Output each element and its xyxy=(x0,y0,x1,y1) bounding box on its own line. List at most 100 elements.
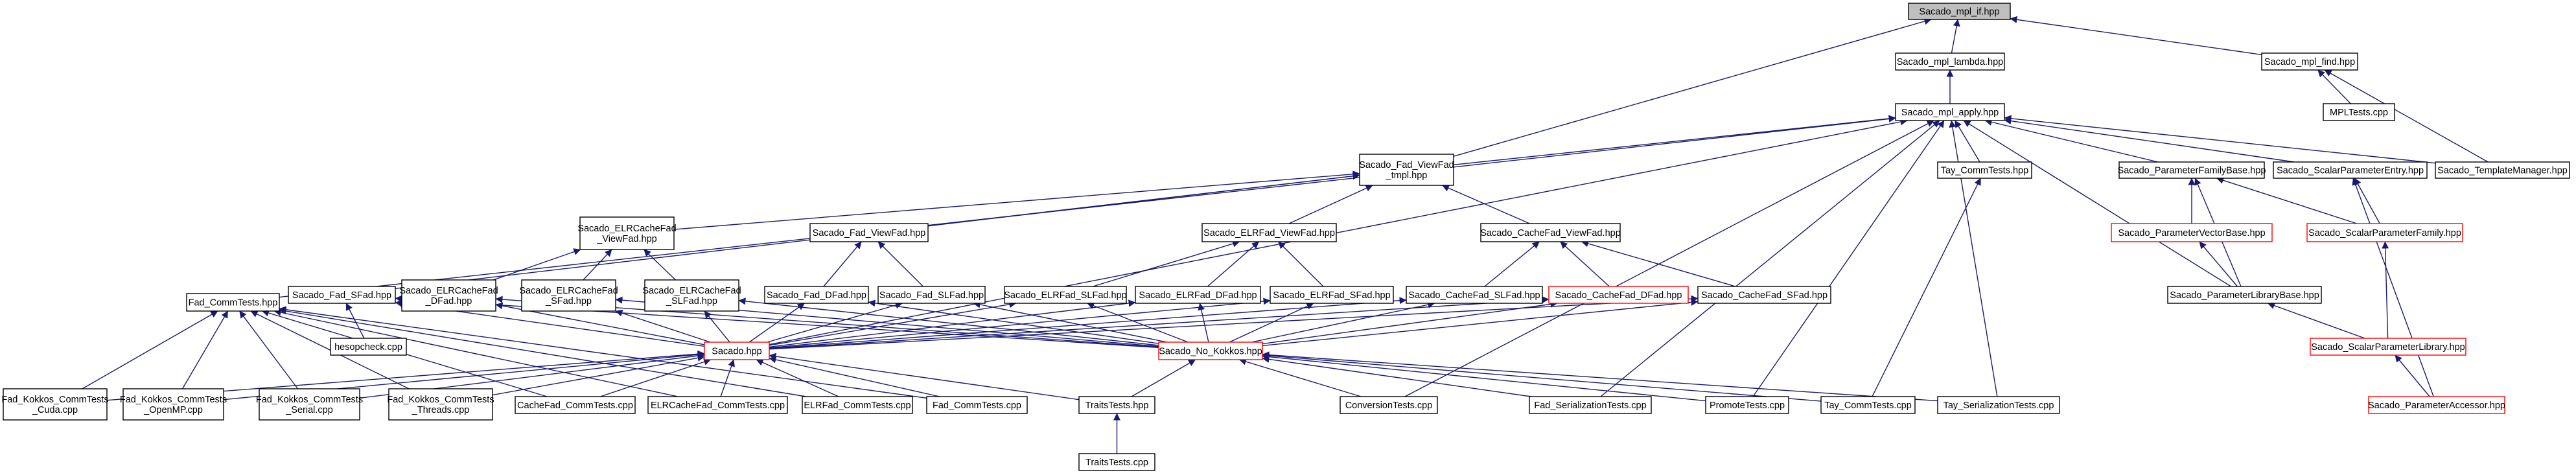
node-fad-viewfad-tmpl[interactable]: Sacado_Fad_ViewFad_tmpl.hpp xyxy=(1359,154,1454,186)
node-box xyxy=(2435,161,2570,179)
node-fad-kokkos-openmp[interactable]: Fad_Kokkos_CommTests_OpenMP.cpp xyxy=(120,388,227,421)
edge-sacado_no_kokkos-to-elrcachefad_slfad xyxy=(738,297,1159,346)
node-elrcachefad-sfad[interactable]: Sacado_ELRCacheFad_SFad.hpp xyxy=(519,279,618,312)
node-param-vector-base[interactable]: Sacado_ParameterVectorBase.hpp xyxy=(2111,223,2273,242)
node-mpltests[interactable]: MPLTests.cpp xyxy=(2323,103,2395,121)
node-box xyxy=(259,388,360,421)
node-box xyxy=(1908,3,2011,20)
node-hesopcheck[interactable]: hesopcheck.cpp xyxy=(330,338,407,356)
node-fad-kokkos-serial[interactable]: Fad_Kokkos_CommTests_Serial.cpp xyxy=(256,388,363,421)
node-promote-tests[interactable]: PromoteTests.cpp xyxy=(1705,396,1789,414)
node-label: Sacado_mpl_apply.hpp xyxy=(1901,108,1999,118)
node-box xyxy=(2111,223,2273,242)
node-template-manager[interactable]: Sacado_TemplateManager.hpp xyxy=(2435,161,2570,179)
node-box xyxy=(2273,161,2428,179)
node-box xyxy=(330,338,407,356)
node-fad-viewfad[interactable]: Sacado_Fad_ViewFad.hpp xyxy=(809,223,929,242)
node-label: Sacado_ScalarParameterEntry.hpp xyxy=(2277,166,2424,176)
node-box xyxy=(1937,396,2060,414)
node-traits-tests-cpp[interactable]: TraitsTests.cpp xyxy=(1078,453,1155,471)
node-box xyxy=(2118,161,2265,179)
node-mpl-if[interactable]: Sacado_mpl_if.hpp xyxy=(1908,3,2011,20)
node-box xyxy=(579,216,675,250)
node-elrfad-commtests[interactable]: ELRFad_CommTests.cpp xyxy=(802,396,913,414)
node-fad-commtests-hpp[interactable]: Fad_CommTests.hpp xyxy=(186,293,280,312)
node-param-accessor[interactable]: Sacado_ParameterAccessor.hpp xyxy=(2368,396,2505,414)
node-elrfad-sfad[interactable]: Sacado_ELRFad_SFad.hpp xyxy=(1270,286,1394,304)
node-box xyxy=(1697,286,1831,304)
node-cachefad-dfad[interactable]: Sacado_CacheFad_DFad.hpp xyxy=(1548,286,1689,304)
edge-elrfad_slfad-to-elrfad_viewfad xyxy=(1093,240,1240,287)
node-elrcachefad-commtests[interactable]: ELRCacheFad_CommTests.cpp xyxy=(647,396,788,414)
node-label: Tay_SerializationTests.cpp xyxy=(1944,400,2054,411)
node-fad-kokkos-threads[interactable]: Fad_Kokkos_CommTests_Threads.cpp xyxy=(387,388,494,421)
node-label: _DFad.hpp xyxy=(425,296,472,307)
node-sacado-hpp[interactable]: Sacado.hpp xyxy=(704,342,770,360)
node-label: Sacado_ELRCacheFad xyxy=(519,286,618,296)
node-scalar-param-library[interactable]: Sacado_ScalarParameterLibrary.hpp xyxy=(2310,338,2466,356)
node-cachefad-commtests[interactable]: CacheFad_CommTests.cpp xyxy=(515,396,636,414)
edge-cachefad_commtests-to-sacado_hpp xyxy=(600,358,712,397)
node-elrfad-slfad[interactable]: Sacado_ELRFad_SLFad.hpp xyxy=(1004,286,1127,304)
node-elrfad-dfad[interactable]: Sacado_ELRFad_DFad.hpp xyxy=(1135,286,1261,304)
node-mpl-find[interactable]: Sacado_mpl_find.hpp xyxy=(2261,52,2358,71)
edge-promote_tests-to-sacado_no_kokkos xyxy=(1262,353,1706,402)
node-box xyxy=(521,279,616,312)
node-box xyxy=(802,396,913,414)
node-box xyxy=(2368,396,2505,414)
node-tay-commtests-cpp[interactable]: Tay_CommTests.cpp xyxy=(1820,396,1916,414)
edge-sacado_hpp-to-elrfad_dfad xyxy=(769,299,1136,348)
node-elrcachefad-slfad[interactable]: Sacado_ELRCacheFad_SLFad.hpp xyxy=(642,279,741,312)
node-fad-dfad[interactable]: Sacado_Fad_DFad.hpp xyxy=(764,286,869,304)
node-cachefad-sfad[interactable]: Sacado_CacheFad_SFad.hpp xyxy=(1697,286,1831,304)
node-scalar-param-family[interactable]: Sacado_ScalarParameterFamily.hpp xyxy=(2306,223,2463,242)
node-scalar-param-entry[interactable]: Sacado_ScalarParameterEntry.hpp xyxy=(2273,161,2428,179)
node-fad-sfad[interactable]: Sacado_Fad_SFad.hpp xyxy=(288,286,396,304)
node-box xyxy=(1529,396,1652,414)
node-label: Sacado_Fad_SLFad.hpp xyxy=(879,290,984,301)
node-elrcachefad-dfad[interactable]: Sacado_ELRCacheFad_DFad.hpp xyxy=(399,279,498,312)
node-label: _tmpl.hpp xyxy=(1386,170,1428,181)
node-traits-tests-hpp[interactable]: TraitsTests.hpp xyxy=(1078,396,1155,414)
node-label: Fad_SerializationTests.cpp xyxy=(1534,400,1646,411)
node-tay-serialization-tests[interactable]: Tay_SerializationTests.cpp xyxy=(1937,396,2060,414)
edge-template_manager-to-mpl_apply xyxy=(2004,115,2436,164)
node-sacado-no-kokkos[interactable]: Sacado_No_Kokkos.hpp xyxy=(1158,342,1263,360)
edge-tay_commtests_cpp-to-sacado_no_kokkos xyxy=(1262,352,1822,402)
node-label: Tay_CommTests.cpp xyxy=(1824,400,1912,411)
node-tay-commtests-hpp[interactable]: Tay_CommTests.hpp xyxy=(1937,161,2032,179)
node-conversion-tests[interactable]: ConversionTests.cpp xyxy=(1340,396,1438,414)
node-cachefad-viewfad[interactable]: Sacado_CacheFad_ViewFad.hpp xyxy=(1480,223,1621,242)
node-elrcachefad-viewfad[interactable]: Sacado_ELRCacheFad_ViewFad.hpp xyxy=(577,216,677,250)
node-param-library-base[interactable]: Sacado_ParameterLibraryBase.hpp xyxy=(2167,286,2322,304)
edge-promote_tests-to-mpl_apply xyxy=(1752,120,1945,397)
node-box xyxy=(1406,286,1543,304)
node-box xyxy=(1201,223,1337,242)
node-box xyxy=(764,286,869,304)
edge-elrfad_sfad-to-elrfad_viewfad xyxy=(1278,241,1324,287)
node-label: Fad_Kokkos_CommTests xyxy=(1,395,108,405)
node-box xyxy=(704,342,770,360)
edge-fad_kokkos_serial-to-fad_commtests_hpp xyxy=(239,310,299,389)
node-elrfad-viewfad[interactable]: Sacado_ELRFad_ViewFad.hpp xyxy=(1201,223,1337,242)
node-label: Sacado_ELRFad_ViewFad.hpp xyxy=(1203,228,1335,238)
node-box xyxy=(1340,396,1438,414)
edge-cachefad_slfad-to-cachefad_viewfad xyxy=(1484,241,1540,287)
node-box xyxy=(186,293,280,312)
edge-sacado_hpp-to-elrfad_slfad xyxy=(769,301,1017,346)
edge-fad_viewfad_tmpl-to-mpl_if xyxy=(1453,17,1932,157)
node-cachefad-slfad[interactable]: Sacado_CacheFad_SLFad.hpp xyxy=(1406,286,1543,304)
node-box xyxy=(401,279,496,312)
node-mpl-lambda[interactable]: Sacado_mpl_lambda.hpp xyxy=(1895,52,2005,71)
node-box xyxy=(388,388,493,421)
node-param-family-base[interactable]: Sacado_ParameterFamilyBase.hpp xyxy=(2118,161,2266,179)
node-fad-slfad[interactable]: Sacado_Fad_SLFad.hpp xyxy=(877,286,986,304)
node-label: Fad_Kokkos_CommTests xyxy=(387,395,494,405)
node-mpl-apply[interactable]: Sacado_mpl_apply.hpp xyxy=(1895,103,2005,121)
node-fad-commtests-cpp[interactable]: Fad_CommTests.cpp xyxy=(926,396,1028,414)
node-label: Sacado_ScalarParameterLibrary.hpp xyxy=(2311,342,2465,353)
node-fad-kokkos-cuda[interactable]: Fad_Kokkos_CommTests_Cuda.cpp xyxy=(1,388,109,421)
node-fad-serialization-tests[interactable]: Fad_SerializationTests.cpp xyxy=(1529,396,1652,414)
node-label: _Threads.cpp xyxy=(412,405,470,415)
